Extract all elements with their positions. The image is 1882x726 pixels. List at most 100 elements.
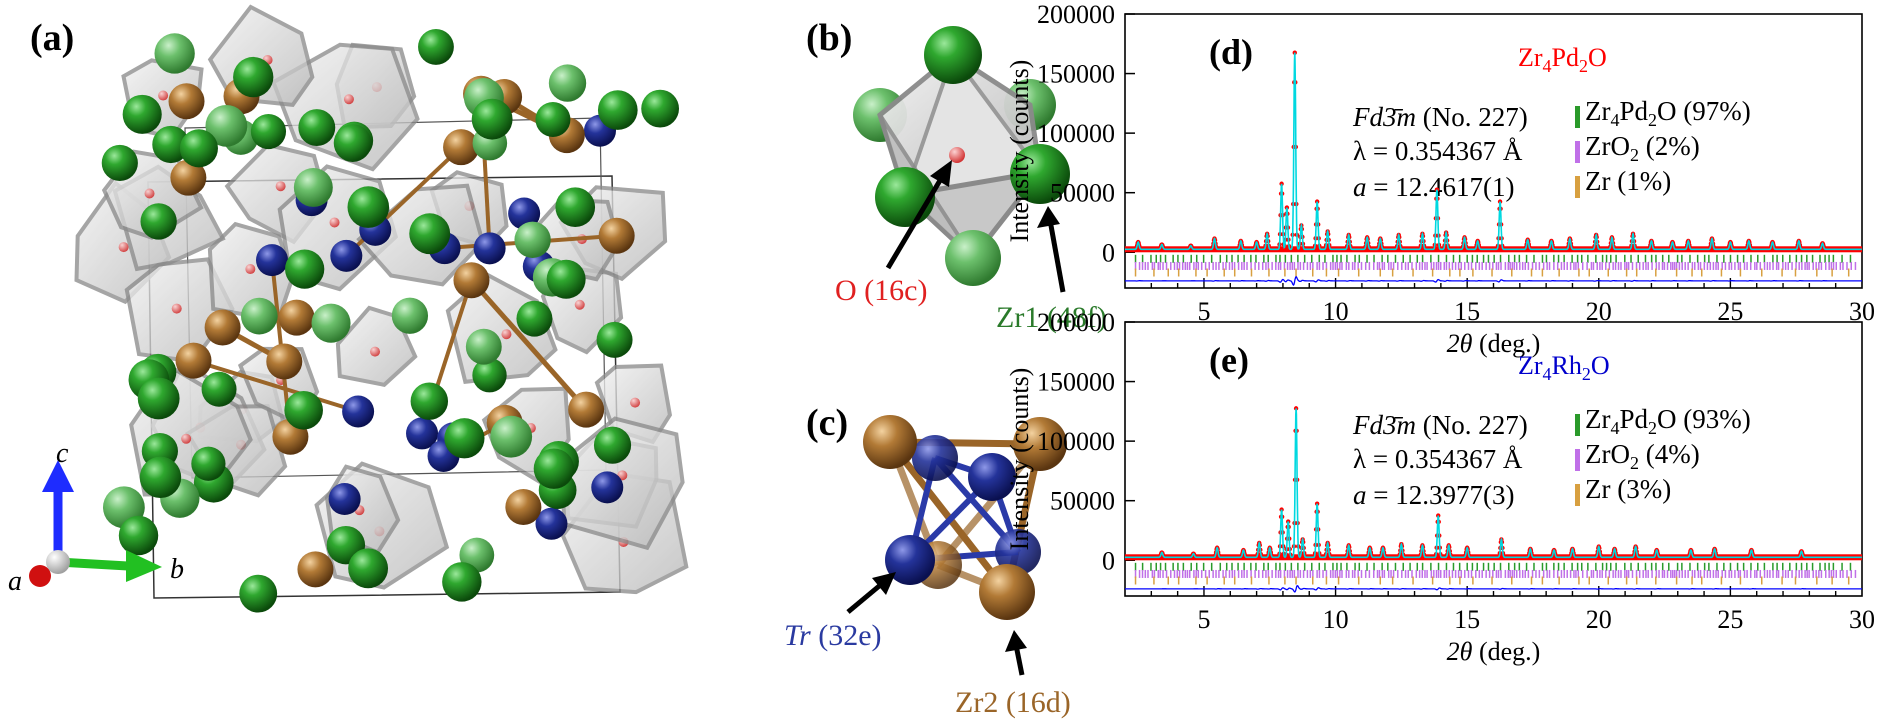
zr1-atom xyxy=(293,167,333,207)
zr1-atom xyxy=(410,382,449,420)
zr1-atom xyxy=(516,300,553,337)
zr1-atom xyxy=(205,104,248,147)
x-tick-label: 10 xyxy=(1323,297,1349,326)
zr1-atom xyxy=(233,56,274,98)
calculated-profile xyxy=(1125,52,1862,251)
tr-atom xyxy=(406,417,439,450)
zr1-atom xyxy=(240,297,278,335)
oxygen-atom xyxy=(501,329,512,340)
tr-atom xyxy=(535,507,568,540)
y-tick-label: 0 xyxy=(1102,546,1115,575)
zr1-atom xyxy=(191,446,226,481)
legend-entry: Zr (1%) xyxy=(1585,166,1671,196)
calculated-profile xyxy=(1125,408,1862,559)
zr1-atom xyxy=(596,321,633,358)
difference-curve xyxy=(1125,585,1862,593)
panel-label-b: (b) xyxy=(806,17,852,59)
label-zr2-16d: Zr2 (16d) xyxy=(955,686,1071,719)
panel-label-a: (a) xyxy=(30,17,74,59)
oxygen-atom xyxy=(574,299,585,310)
wavelength-label: λ = 0.354367 Å xyxy=(1353,136,1523,166)
legend-entry: ZrO2 (2%) xyxy=(1585,131,1700,165)
panel-c: (c) xyxy=(784,402,1071,719)
panel-b: (b) O (16c) Zr1 (48f) xyxy=(806,17,1107,334)
zr1-atom xyxy=(471,98,513,140)
y-tick-label: 200000 xyxy=(1037,308,1115,337)
oxygen-atom xyxy=(181,433,192,444)
arrow-zr2 xyxy=(1005,630,1027,676)
zr1-atom xyxy=(139,456,182,499)
axis-label-c: c xyxy=(56,438,69,469)
panel-label: (e) xyxy=(1209,340,1249,380)
legend-swatch xyxy=(1575,106,1580,128)
space-group-label: Fd3̄m (No. 227) xyxy=(1352,102,1528,132)
y-tick-label: 150000 xyxy=(1037,60,1115,89)
bond xyxy=(192,358,359,414)
zr1-atom xyxy=(409,213,451,255)
tr-atom xyxy=(342,395,375,428)
y-tick-label: 50000 xyxy=(1050,179,1115,208)
x-axis-label: 2θ (deg.) xyxy=(1447,329,1541,358)
y-tick-label: 0 xyxy=(1102,238,1115,267)
oxygen-atom xyxy=(329,217,340,228)
arrow-o xyxy=(885,160,952,270)
tr-atom xyxy=(330,239,363,272)
tr-atom xyxy=(473,232,506,265)
x-tick-label: 5 xyxy=(1197,297,1210,326)
zr2-atom xyxy=(175,342,212,379)
zr1-atom xyxy=(140,203,177,240)
axis-label-b: b xyxy=(170,554,184,585)
legend-swatch xyxy=(1575,176,1580,198)
x-tick-label: 30 xyxy=(1849,297,1875,326)
zr1-atom xyxy=(250,114,287,150)
space-group-label: Fd3̄m (No. 227) xyxy=(1352,410,1528,440)
x-tick-label: 15 xyxy=(1454,605,1480,634)
zr1-atom xyxy=(472,358,507,393)
label-zr1-48f: Zr1 (48f) xyxy=(996,301,1107,334)
y-tick-label: 150000 xyxy=(1037,368,1115,397)
zr1-atom xyxy=(546,259,586,299)
zr1-atom xyxy=(442,562,482,602)
zr2-atom xyxy=(266,343,303,380)
zr1-atom xyxy=(514,221,551,258)
zr1-atom xyxy=(548,64,587,102)
legend-swatch xyxy=(1575,141,1580,163)
zr1-atom xyxy=(533,448,575,489)
legend-entry: Zr (3%) xyxy=(1585,474,1671,504)
zr1-atom xyxy=(179,129,218,168)
oxygen-atom xyxy=(144,188,155,199)
zr1-atom xyxy=(465,328,502,365)
difference-curve xyxy=(1125,275,1862,286)
zr2-atom xyxy=(297,551,334,588)
y-tick-label: 200000 xyxy=(1037,0,1115,29)
axes-triad: c a b xyxy=(8,438,184,597)
zr1-atom xyxy=(122,94,162,134)
chart-title: Zr4Rh2O xyxy=(1518,351,1610,384)
zr1-atom xyxy=(347,186,390,228)
oxygen-atom xyxy=(630,397,641,408)
tr-atom xyxy=(591,471,624,504)
zr1-atom xyxy=(348,548,389,589)
legend-swatch xyxy=(1575,414,1580,436)
oxygen-atom xyxy=(118,242,129,253)
x-tick-label: 20 xyxy=(1586,297,1612,326)
y-tick-label: 100000 xyxy=(1037,119,1115,148)
zr1-atom xyxy=(201,371,237,407)
zr1-atom xyxy=(118,515,159,556)
x-axis-label: 2θ (deg.) xyxy=(1447,637,1541,666)
label-o-16c: O (16c) xyxy=(835,274,927,307)
y-tick-label: 50000 xyxy=(1050,487,1115,516)
wavelength-label: λ = 0.354367 Å xyxy=(1353,444,1523,474)
oxygen-atom xyxy=(158,90,169,101)
zr1-atom xyxy=(597,90,638,130)
oxygen-atom xyxy=(245,264,256,275)
panel-a: (a) c a b xyxy=(8,4,689,613)
zr1-atom xyxy=(418,29,454,65)
lattice-label: a = 12.3977(3) xyxy=(1353,480,1514,510)
zr1-atom xyxy=(490,415,533,458)
zr1-atom xyxy=(298,109,336,146)
x-tick-label: 15 xyxy=(1454,297,1480,326)
y-axis-label: Intensity (counts) xyxy=(1005,60,1034,243)
